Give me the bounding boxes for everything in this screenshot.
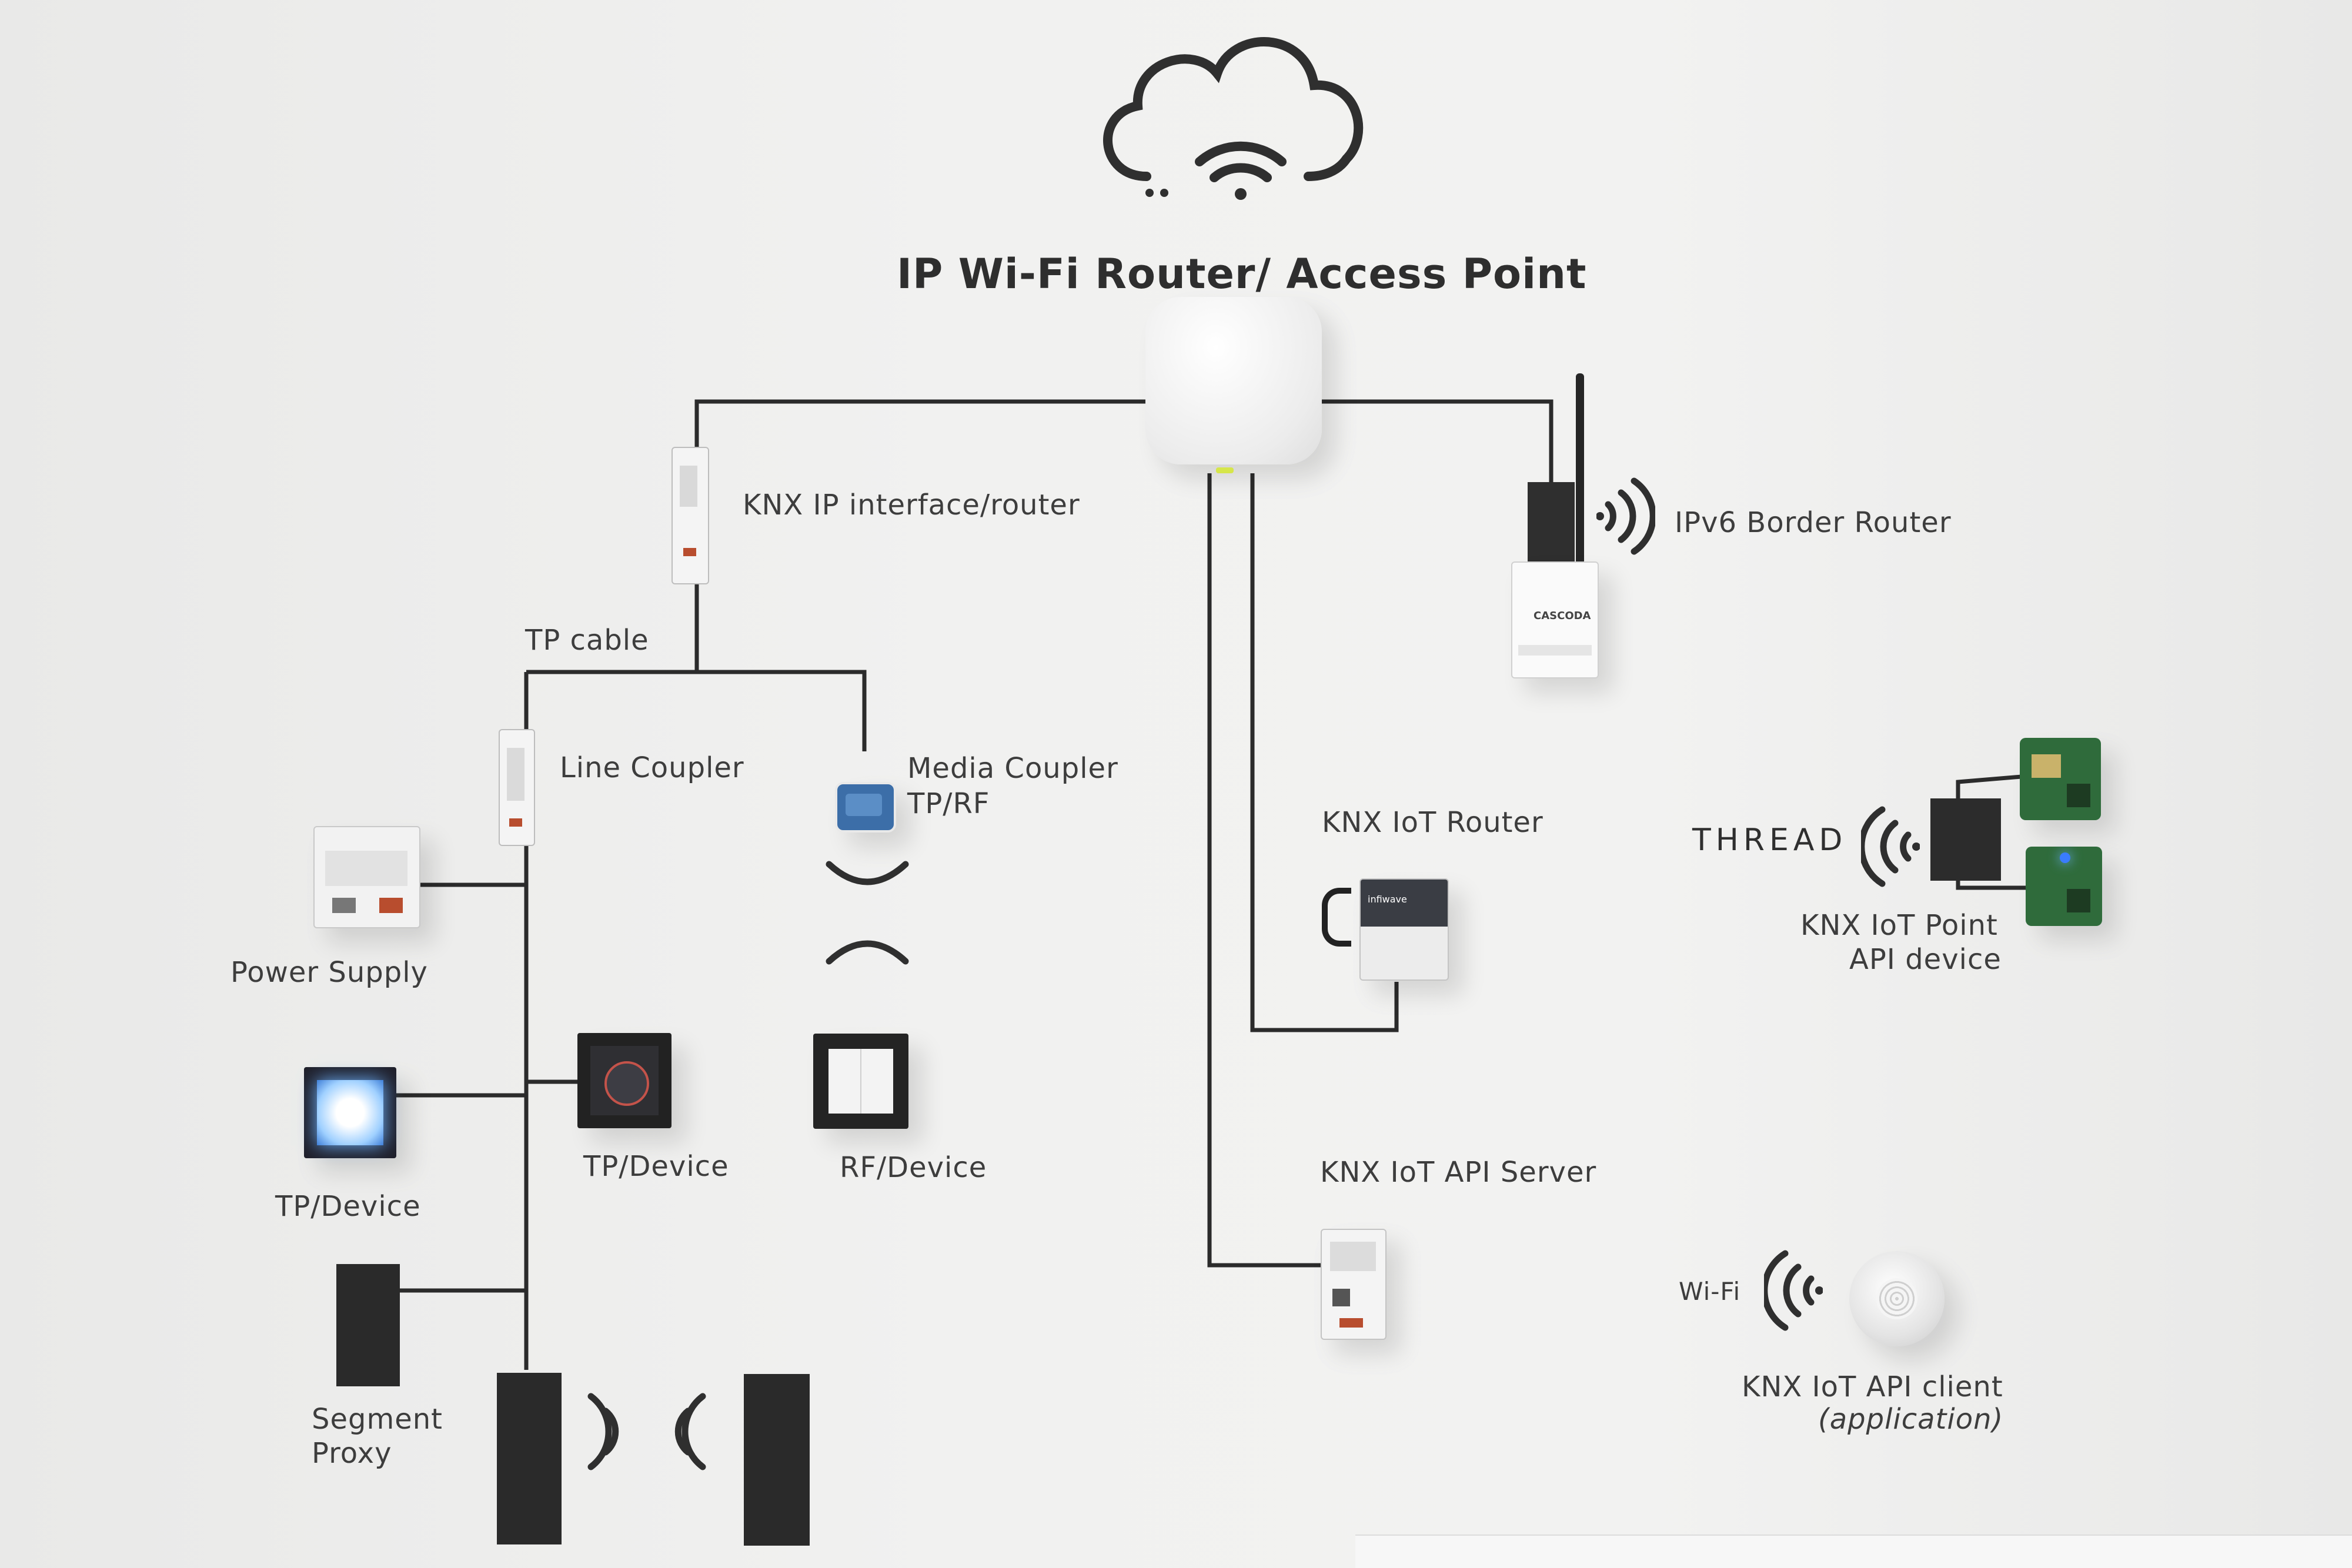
knx-iot-point-board-top bbox=[2020, 738, 2101, 820]
label-tp-device-center: TP/Device bbox=[583, 1150, 729, 1183]
label-knx-iot-point-line1: KNX IoT Point bbox=[1800, 909, 1998, 942]
label-knx-ip-interface: KNX IP interface/router bbox=[743, 489, 1080, 521]
knx-iot-api-server-device bbox=[1321, 1229, 1387, 1340]
label-tp-cable: TP cable bbox=[525, 624, 649, 657]
iot-router-brand-text: infiwave bbox=[1368, 894, 1407, 905]
line-router-to-border-router bbox=[1320, 399, 1553, 482]
label-knx-iot-api-server: KNX IoT API Server bbox=[1320, 1156, 1597, 1189]
knx-ip-interface-device bbox=[671, 447, 709, 584]
wireless-waves-icon bbox=[1596, 477, 1655, 555]
label-segment-proxy-line2: Proxy bbox=[312, 1437, 392, 1470]
thread-dongle-device bbox=[1930, 798, 2001, 881]
label-wifi: Wi-Fi bbox=[1679, 1277, 1741, 1306]
speaker-grille-icon bbox=[1876, 1278, 1917, 1319]
thread-logo-icon: THREAD bbox=[1692, 823, 1847, 858]
cloud-wifi-icon bbox=[1103, 37, 1364, 200]
rf-waves-icon bbox=[826, 861, 909, 965]
label-knx-iot-api-client-line2: (application) bbox=[1818, 1403, 2004, 1436]
border-router-brand-text: CASCODA bbox=[1534, 610, 1591, 622]
label-rf-device: RF/Device bbox=[840, 1151, 987, 1184]
label-knx-iot-point-line2: API device bbox=[1849, 943, 2002, 976]
tp-device-left bbox=[304, 1067, 396, 1158]
shelf-edge bbox=[1355, 1534, 2352, 1568]
line-router-to-knx-ip bbox=[694, 399, 1147, 447]
border-router-bracket bbox=[1528, 482, 1575, 564]
segment-waves-right-icon bbox=[587, 1393, 619, 1470]
segment-waves-left-icon bbox=[674, 1393, 706, 1470]
status-led-icon bbox=[1216, 467, 1234, 473]
wifi-access-point bbox=[1145, 297, 1322, 473]
media-coupler-device bbox=[835, 782, 896, 833]
thread-waves-icon bbox=[1861, 806, 1920, 887]
label-power-supply: Power Supply bbox=[230, 956, 428, 989]
label-tp-device-left: TP/Device bbox=[275, 1190, 421, 1223]
label-knx-iot-router: KNX IoT Router bbox=[1322, 806, 1544, 839]
segment-proxy-device bbox=[336, 1264, 400, 1386]
power-supply-device bbox=[313, 826, 420, 928]
line-router-to-iot-router bbox=[1250, 473, 1399, 1032]
label-segment-proxy-line1: Segment bbox=[312, 1403, 443, 1436]
segment-device-right bbox=[744, 1374, 810, 1546]
knx-iot-point-board-bottom bbox=[2026, 847, 2102, 926]
rf-device bbox=[813, 1034, 908, 1129]
knx-iot-router-device: infiwave bbox=[1359, 878, 1449, 981]
diagram-title: IP Wi-Fi Router/ Access Point bbox=[897, 250, 1587, 298]
line-tp-bus-horizontal bbox=[526, 670, 867, 751]
label-media-coupler-line1: Media Coupler bbox=[907, 752, 1118, 785]
label-ipv6-border-router: IPv6 Border Router bbox=[1675, 506, 1952, 539]
line-coupler-device bbox=[499, 729, 535, 846]
label-media-coupler-line2: TP/RF bbox=[907, 787, 990, 820]
segment-device-left bbox=[497, 1373, 562, 1544]
label-knx-iot-api-client-line1: KNX IoT API client bbox=[1742, 1370, 2003, 1403]
line-router-to-api-server bbox=[1207, 473, 1326, 1268]
knx-iot-api-client-device bbox=[1849, 1251, 1945, 1346]
border-router-antenna bbox=[1576, 373, 1584, 564]
wifi-waves-icon bbox=[1764, 1250, 1823, 1331]
tp-device-center bbox=[577, 1033, 671, 1128]
iot-router-cable bbox=[1322, 888, 1351, 947]
ipv6-border-router-device: CASCODA bbox=[1511, 561, 1599, 678]
label-line-coupler: Line Coupler bbox=[560, 751, 744, 784]
